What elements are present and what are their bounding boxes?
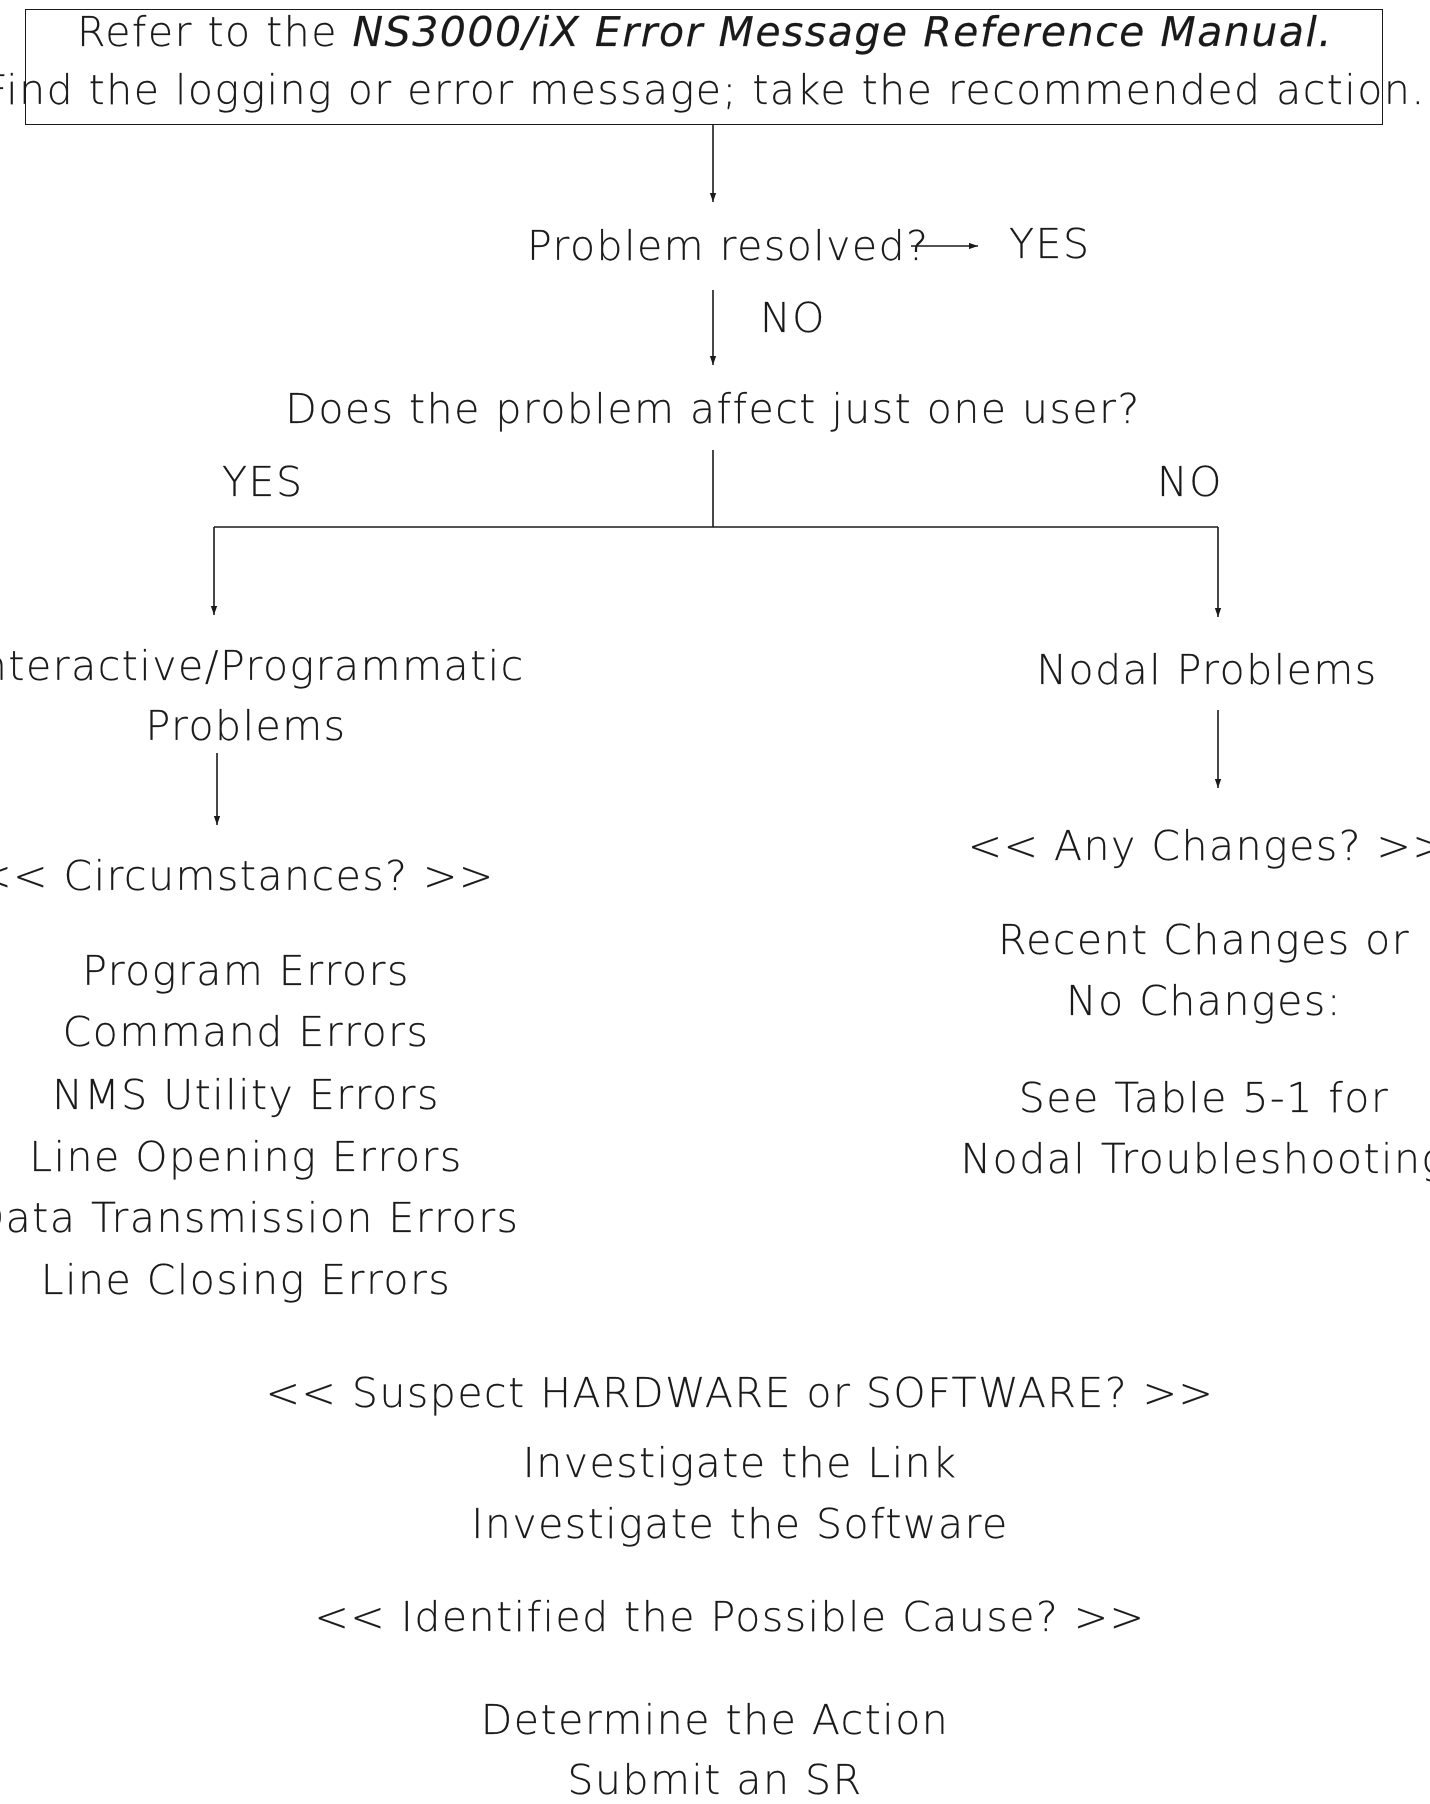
see-table-line-1: See Table 5-1 for bbox=[1018, 1074, 1390, 1122]
left-item: Data Transmission Errors bbox=[0, 1194, 520, 1242]
left-item: Program Errors bbox=[82, 947, 410, 995]
investigate-item: Investigate the Software bbox=[471, 1500, 1009, 1548]
see-table-line-2: Nodal Troubleshooting bbox=[960, 1135, 1430, 1183]
circumstances-decision: << Circumstances? >> bbox=[0, 852, 495, 900]
action-item: Determine the Action bbox=[480, 1696, 950, 1744]
scope-yes-label: YES bbox=[222, 458, 304, 506]
scope-question: Does the problem affect just one user? bbox=[285, 385, 1141, 433]
changes-text-line-1: Recent Changes or bbox=[997, 916, 1411, 964]
header-line-2: Find the logging or error message; take … bbox=[0, 66, 1426, 114]
header-line-1-prefix: Refer to the bbox=[77, 8, 338, 56]
resolved-yes-label: YES bbox=[1009, 220, 1091, 268]
changes-text-line-2: No Changes: bbox=[1065, 977, 1343, 1025]
action-item: Submit an SR bbox=[567, 1756, 863, 1804]
header-box bbox=[25, 9, 1383, 125]
manual-title: NS3000/iX Error Message Reference Manual… bbox=[352, 8, 1333, 56]
possible-cause-decision: << Identified the Possible Cause? >> bbox=[314, 1593, 1146, 1641]
right-branch-title: Nodal Problems bbox=[1036, 646, 1378, 694]
left-item: NMS Utility Errors bbox=[52, 1071, 440, 1119]
investigate-item: Investigate the Link bbox=[522, 1439, 958, 1487]
left-branch-title-line-2: Problems bbox=[145, 702, 347, 750]
left-branch-title-line-1: Interactive/Programmatic bbox=[0, 642, 525, 690]
header-line-1: Refer to the NS3000/iX Error Message Ref… bbox=[77, 11, 1333, 53]
resolved-question: Problem resolved? bbox=[527, 222, 930, 270]
left-item: Line Opening Errors bbox=[29, 1133, 463, 1181]
changes-decision: << Any Changes? >> bbox=[967, 822, 1430, 870]
left-item: Line Closing Errors bbox=[40, 1256, 452, 1304]
resolved-no-label: NO bbox=[760, 294, 826, 342]
left-item: Command Errors bbox=[62, 1008, 430, 1056]
hardware-software-decision: << Suspect HARDWARE or SOFTWARE? >> bbox=[265, 1369, 1215, 1417]
scope-no-label: NO bbox=[1157, 458, 1223, 506]
